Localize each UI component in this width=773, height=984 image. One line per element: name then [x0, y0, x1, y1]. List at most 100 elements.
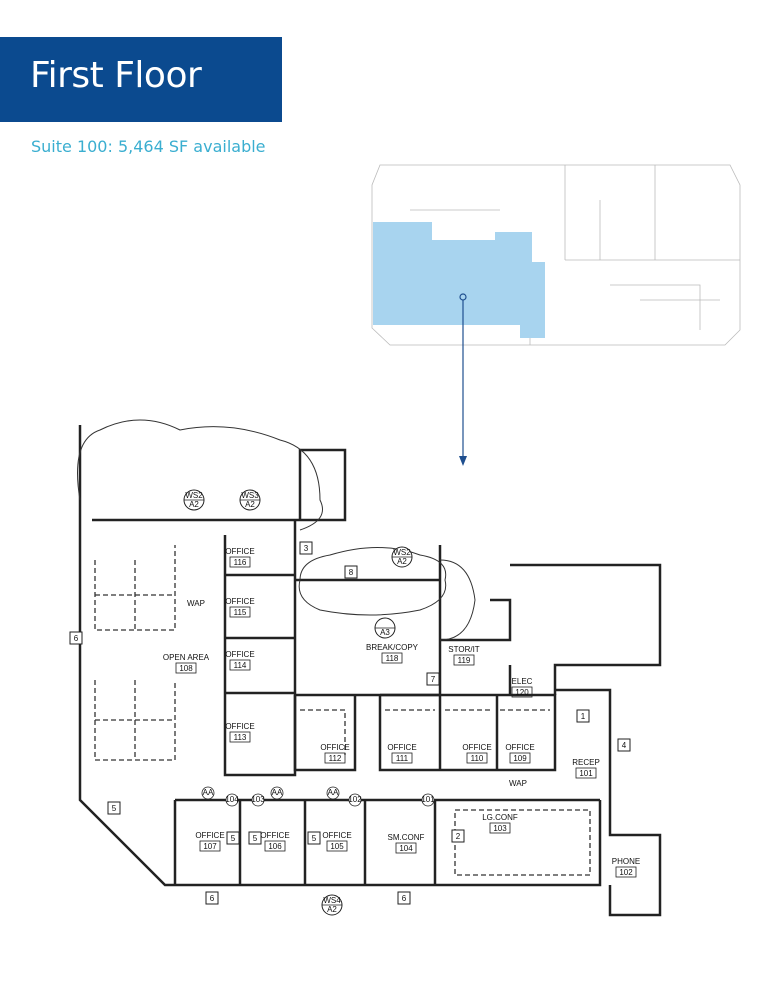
- room-label: OFFICE: [225, 547, 254, 556]
- keynote-box: [226, 831, 240, 845]
- keynote-box: [344, 565, 358, 579]
- door-tag-icon: [421, 793, 435, 807]
- section-tag-bottom: A2: [245, 500, 255, 509]
- location-pointer: [459, 293, 467, 466]
- keynote-number: 7: [431, 675, 436, 684]
- door-tag-icon: [348, 793, 362, 807]
- section-tag-top: WS3: [241, 491, 259, 500]
- keynote-box: [451, 829, 465, 843]
- keynote-box: [299, 541, 313, 555]
- keynote-box: [617, 738, 631, 752]
- keynote-box: [205, 891, 219, 905]
- room-number: 109: [513, 754, 527, 763]
- room-number-box: [466, 752, 488, 764]
- room-number-box: [229, 606, 251, 618]
- door-tag-icon: [326, 786, 340, 800]
- keynote-number: 4: [622, 741, 627, 750]
- room-number-box: [489, 822, 511, 834]
- room-number-box: [453, 654, 475, 666]
- keynote-box: [576, 709, 590, 723]
- room-number-box: [264, 840, 286, 852]
- keynote-box: [426, 672, 440, 686]
- room-number: 120: [515, 688, 529, 697]
- room-number-box: [229, 556, 251, 568]
- room-number-box: [229, 731, 251, 743]
- door-tag-label: AA: [203, 788, 214, 797]
- keynote-box: [248, 831, 262, 845]
- room-label: PHONE: [612, 857, 640, 866]
- room-label: OFFICE: [322, 831, 351, 840]
- keynote-number: 6: [74, 634, 79, 643]
- section-tag-top: WS4: [323, 896, 341, 905]
- room-number-box: [509, 752, 531, 764]
- keynote-box: [397, 891, 411, 905]
- room-number: 115: [234, 608, 247, 617]
- room-label: RECEP: [572, 758, 600, 767]
- room-number: 113: [234, 733, 247, 742]
- door-tag-label: AA: [328, 788, 339, 797]
- suite-highlight: [373, 222, 545, 338]
- room-number-box: [615, 866, 637, 878]
- door-tag-label: 103: [251, 795, 265, 804]
- section-tag-bottom: A2: [189, 500, 199, 509]
- keynote-number: 6: [210, 894, 215, 903]
- keynote-number: 5: [253, 834, 258, 843]
- room-label: OPEN AREA: [163, 653, 210, 662]
- section-tag-top: WS2: [185, 491, 203, 500]
- door-tag-label: 104: [225, 795, 239, 804]
- room-label: OFFICE: [225, 650, 254, 659]
- room-number-box: [391, 752, 413, 764]
- door-tag-label: 102: [348, 795, 362, 804]
- keynote-number: 1: [581, 712, 586, 721]
- keynote-number: 5: [312, 834, 317, 843]
- room-number-box: [381, 652, 403, 664]
- room-label: SM.CONF: [388, 833, 425, 842]
- room-label: BREAK/COPY: [366, 643, 419, 652]
- door-tag-label: AA: [272, 788, 283, 797]
- page-title: First Floor: [30, 55, 202, 96]
- keynote-number: 5: [112, 804, 117, 813]
- room-number: 102: [619, 868, 633, 877]
- room-number: 116: [234, 558, 247, 567]
- title-banner: First Floor: [0, 37, 282, 122]
- room-number-box: [326, 840, 348, 852]
- room-number: 106: [268, 842, 282, 851]
- room-label: OFFICE: [320, 743, 349, 752]
- room-label: WAP: [509, 779, 527, 788]
- section-tag-top: WS2: [393, 548, 411, 557]
- room-number: 111: [396, 754, 409, 763]
- room-number: 112: [329, 754, 342, 763]
- door-tag-icon: [270, 786, 284, 800]
- suite-walls: [77, 419, 662, 917]
- room-number: 110: [471, 754, 484, 763]
- keynote-number: 5: [231, 834, 236, 843]
- keynote-box: [69, 631, 83, 645]
- keynote-number: 8: [349, 568, 354, 577]
- door-tag-icon: [251, 793, 265, 807]
- keynote-box: [307, 831, 321, 845]
- room-label: OFFICE: [260, 831, 289, 840]
- keynote-number: 6: [402, 894, 407, 903]
- room-label: OFFICE: [195, 831, 224, 840]
- room-number-box: [199, 840, 221, 852]
- room-number-box: [324, 752, 346, 764]
- room-number-box: [575, 767, 597, 779]
- keynote-number: 3: [304, 544, 309, 553]
- door-tag-icon: [225, 793, 239, 807]
- room-label: LG.CONF: [482, 813, 518, 822]
- door-tag-icon: [201, 786, 215, 800]
- room-label: WAP: [187, 599, 205, 608]
- room-number-box: [511, 686, 533, 698]
- room-number: 103: [493, 824, 507, 833]
- keynote-box: [107, 801, 121, 815]
- section-tag-bottom: A3: [380, 628, 390, 637]
- room-number: 107: [203, 842, 217, 851]
- suite-availability: Suite 100: 5,464 SF available: [31, 137, 266, 156]
- door-tag-label: 101: [421, 795, 435, 804]
- room-number: 104: [399, 844, 413, 853]
- room-label: STOR/IT: [448, 645, 480, 654]
- section-tag-bottom: A2: [397, 557, 407, 566]
- room-number-box: [395, 842, 417, 854]
- section-tag-bottom: A2: [327, 905, 337, 914]
